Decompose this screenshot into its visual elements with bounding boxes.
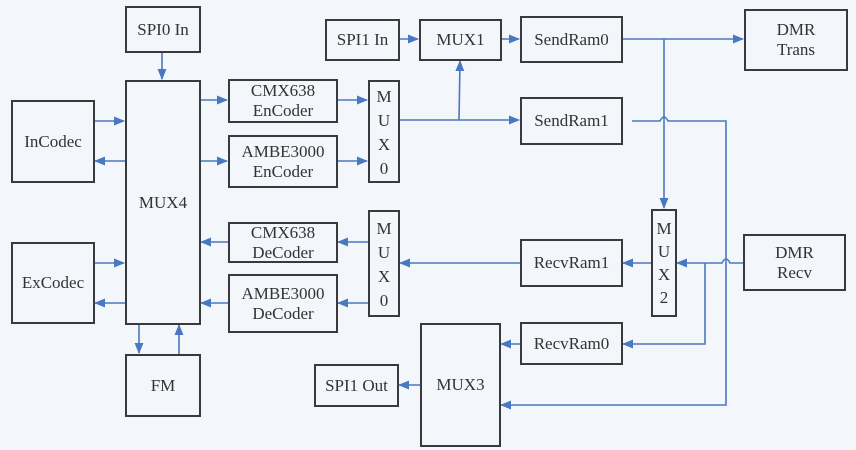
wire-sendram1-mux3 (499, 116, 727, 410)
block-mux4: MUX4 (125, 80, 201, 325)
block-recvram0: RecvRam0 (520, 322, 623, 365)
block-recvram1: RecvRam1 (520, 239, 623, 287)
block-cmx638-encoder: CMX638 EnCoder (228, 79, 338, 123)
block-fm: FM (125, 354, 201, 417)
block-mux3: MUX3 (420, 323, 501, 447)
block-sendram0: SendRam0 (520, 16, 623, 63)
block-spi1-out: SPI1 Out (314, 364, 399, 407)
block-mux2: M U X 2 (651, 209, 677, 317)
block-excodec: ExCodec (11, 242, 95, 324)
block-dmr-recv: DMR Recv (743, 234, 846, 291)
block-cmx638-decoder: CMX638 DeCoder (228, 222, 338, 263)
block-ambe3000-encoder: AMBE3000 EnCoder (228, 135, 338, 188)
block-mux0-rx: M U X 0 (368, 210, 400, 317)
block-sendram1: SendRam1 (520, 97, 623, 145)
block-spi1-in: SPI1 In (325, 19, 400, 61)
block-incodec: InCodec (11, 100, 95, 183)
wire-dmrrecv-recvram0 (621, 263, 706, 349)
wire-mux0-mux1 (455, 59, 465, 121)
wire-dmrrecv-mux2 (675, 258, 743, 268)
block-mux1: MUX1 (419, 19, 502, 61)
block-dmr-trans: DMR Trans (744, 9, 848, 71)
block-spi0-in: SPI0 In (125, 6, 201, 53)
block-mux0-tx: M U X 0 (368, 80, 400, 183)
block-ambe3000-decoder: AMBE3000 DeCoder (228, 274, 338, 333)
